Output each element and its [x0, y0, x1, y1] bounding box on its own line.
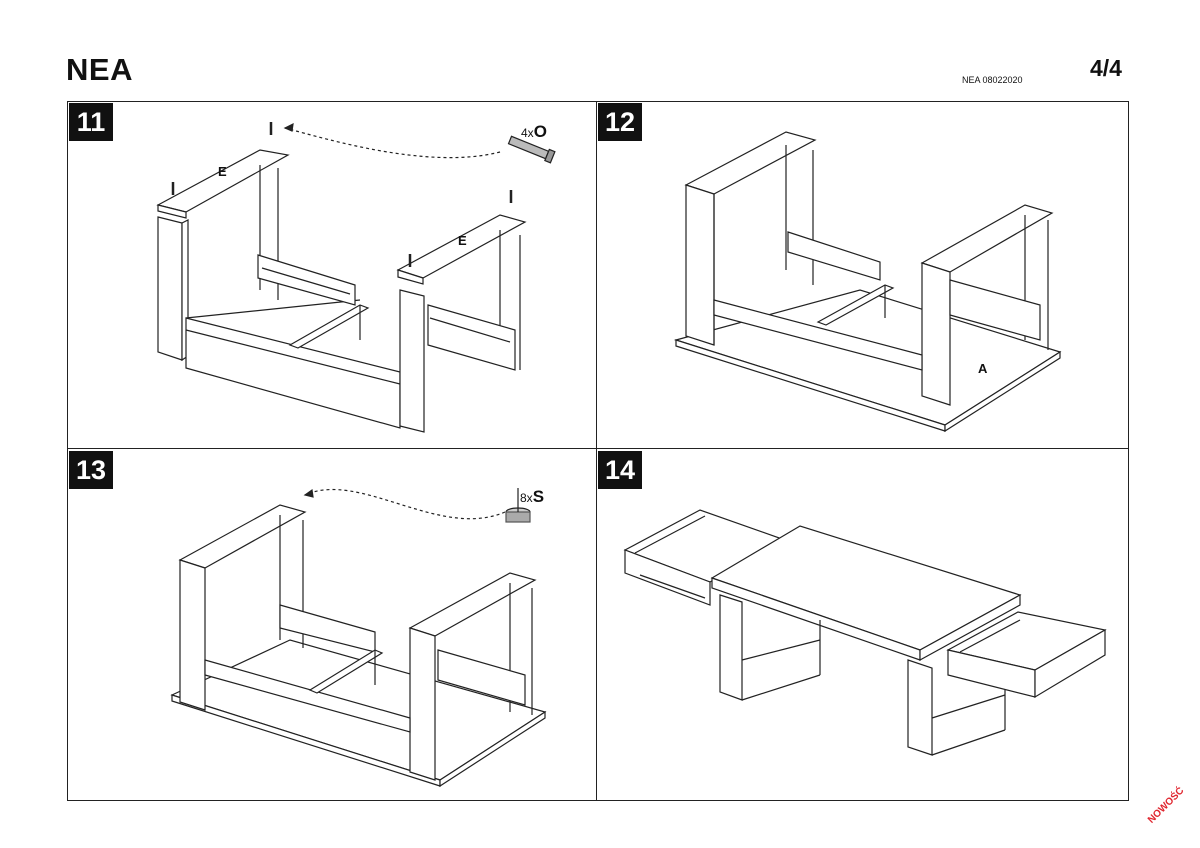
step-12-badge: 12 — [598, 103, 642, 141]
page-number: 4/4 — [1090, 55, 1122, 81]
horizontal-divider — [67, 448, 1129, 450]
part-label-e-right: E — [458, 233, 467, 248]
vertical-divider — [596, 101, 598, 801]
instructions-frame — [67, 101, 1129, 801]
step-14-badge: 14 — [598, 451, 642, 489]
hardware-quantity-o: 4xO — [521, 122, 547, 141]
document-code: NEA 08022020 — [962, 75, 1023, 85]
panel-label-a: A — [978, 361, 988, 376]
step-13-badge: 13 — [69, 451, 113, 489]
step-11-badge: 11 — [69, 103, 113, 141]
page-title: NEA — [66, 52, 133, 87]
hardware-quantity-s: 8xS — [520, 487, 545, 506]
part-label-e-left: E — [218, 164, 227, 179]
